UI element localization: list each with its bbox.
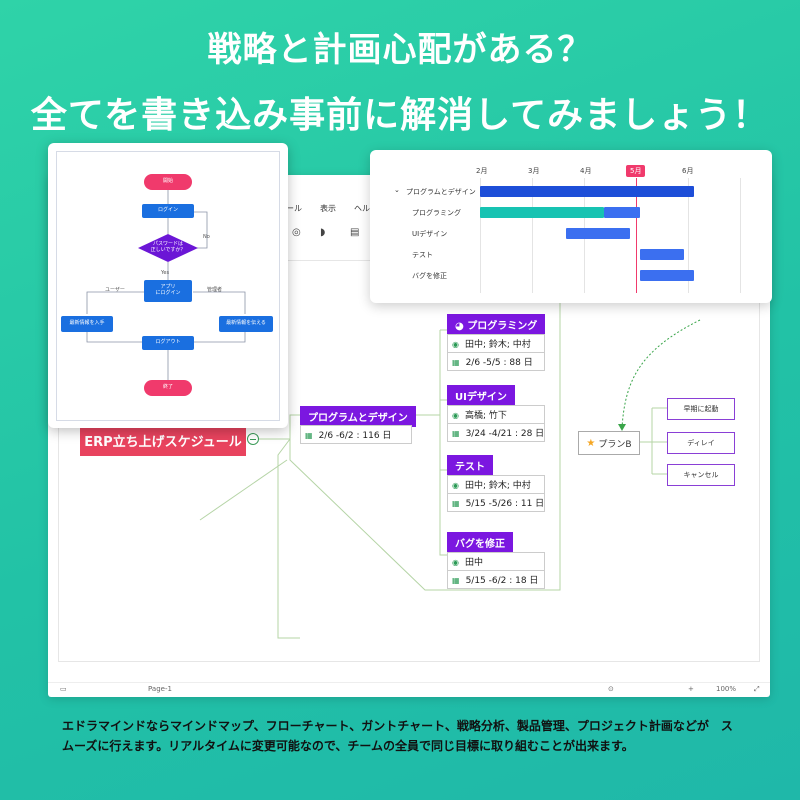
people-text: 田中; 鈴木; 中村 — [464, 340, 531, 350]
calendar-icon: ▦ — [305, 431, 313, 440]
flow-app-login[interactable]: アプリ にログイン — [144, 280, 192, 302]
flowchart-canvas[interactable]: 開始 ログイン パスワードは 正しいですか？ No Yes アプリ にログイン … — [56, 151, 280, 421]
flow-decision-label: パスワードは 正しいですか？ — [150, 241, 186, 253]
menu-tools[interactable]: ール — [286, 204, 302, 213]
flow-yes-label: Yes — [161, 270, 170, 276]
flow-no-label: No — [203, 234, 210, 240]
gantt-task-programming[interactable]: プログラミング — [412, 209, 461, 217]
option-cancel[interactable]: キャンセル — [667, 464, 735, 486]
people-text: 田中; 鈴木; 中村 — [464, 481, 531, 491]
flowchart-card: 開始 ログイン パスワードは 正しいですか？ No Yes アプリ にログイン … — [48, 143, 288, 428]
gantt-task-ui-design[interactable]: UIデザイン — [412, 230, 448, 238]
gantt-bar-test[interactable] — [640, 249, 684, 260]
gantt-task-test[interactable]: テスト — [412, 251, 433, 259]
collapse-toggle-icon[interactable] — [247, 433, 259, 445]
gantt-task-program-design[interactable]: プログラムとデザイン — [406, 188, 476, 196]
gantt-gridline — [532, 178, 533, 293]
gantt-gridline — [688, 178, 689, 293]
gantt-month-feb: 2月 — [476, 167, 488, 175]
people-text: 高橋; 竹下 — [464, 411, 507, 421]
topic-bug-fix-dates: ▦ 5/15 -6/2 : 18 日 — [447, 570, 545, 589]
gantt-bar-bug-fix[interactable] — [640, 270, 694, 281]
dates-text: 5/15 -5/26 : 11 日 — [465, 499, 545, 509]
flow-admin-label: 管理者 — [207, 287, 223, 293]
mindmap-root[interactable]: ERP立ち上げスケジュール — [80, 424, 246, 456]
topic-programming-dates: ▦ 2/6 -5/5 : 88 日 — [447, 352, 545, 371]
page-label[interactable]: Page-1 — [148, 685, 172, 693]
option-early-launch[interactable]: 早期に起動 — [667, 398, 735, 420]
flow-user-label: ユーザー — [105, 287, 125, 293]
calendar-icon: ▦ — [452, 576, 460, 585]
topic-programming[interactable]: ◕ プログラミング — [447, 314, 546, 335]
headline-line-1: 戦略と計画心配がある？ — [207, 30, 593, 70]
calendar-icon: ▦ — [452, 358, 460, 367]
topic-label: プログラミング — [467, 321, 538, 332]
flow-logout[interactable]: ログアウト — [142, 336, 194, 350]
option-delay[interactable]: ディレイ — [667, 432, 735, 454]
topic-bug-fix-people: ◉ 田中 — [447, 552, 545, 571]
flow-start[interactable]: 開始 — [144, 174, 192, 190]
flow-decision-shape[interactable] — [138, 234, 198, 262]
dates-text: 2/6 -5/5 : 88 日 — [465, 358, 533, 368]
person-icon: ◉ — [452, 340, 459, 349]
menu-view[interactable]: 表示 — [320, 204, 336, 213]
gantt-month-mar: 3月 — [528, 167, 540, 175]
topic-ui-design[interactable]: UIデザイン — [447, 385, 515, 406]
person-icon: ◉ — [452, 558, 459, 567]
page-icon[interactable]: ▭ — [60, 685, 67, 693]
gantt-bar-program-design[interactable] — [480, 186, 694, 197]
gantt-card: 2月 3月 4月 5月 6月 ⌄ プログラムとデザイン プログラミング UIデザ… — [370, 150, 772, 303]
star-icon: ★ — [586, 437, 596, 449]
flow-login[interactable]: ログイン — [142, 204, 194, 218]
topic-ui-design-people: ◉ 高橋; 竹下 — [447, 405, 545, 424]
headline-line-2: 全てを書き込み事前に解消してみましょう！ — [30, 95, 770, 136]
people-text: 田中 — [464, 558, 483, 568]
calendar-icon: ▦ — [452, 499, 460, 508]
flow-send-info[interactable]: 最新情報を伝える — [219, 316, 273, 332]
gantt-gridline — [740, 178, 741, 293]
pie-icon: ◕ — [455, 321, 468, 332]
gantt-month-may-active[interactable]: 5月 — [626, 165, 646, 177]
gantt-bar-programming-remaining[interactable] — [604, 207, 640, 218]
dates-text: 2/6 -6/2 : 116 日 — [318, 431, 392, 441]
gantt-gridline — [480, 178, 481, 293]
gantt-month-jun: 6月 — [682, 167, 694, 175]
topic-plan-b[interactable]: ★プランB — [578, 431, 640, 455]
topic-programming-people: ◉ 田中; 鈴木; 中村 — [447, 334, 545, 353]
topic-test[interactable]: テスト — [447, 455, 493, 476]
gantt-month-apr: 4月 — [580, 167, 592, 175]
gantt-collapse-icon[interactable]: ⌄ — [394, 186, 400, 194]
fullscreen-icon[interactable]: ⤢ — [754, 685, 760, 693]
gantt-bar-programming-progress[interactable] — [480, 207, 604, 218]
dates-text: 3/24 -4/21 : 28 日 — [465, 429, 545, 439]
calendar-icon: ▦ — [452, 429, 460, 438]
topic-bug-fix[interactable]: バグを修正 — [447, 532, 513, 553]
flow-end[interactable]: 終了 — [144, 380, 192, 396]
topic-test-dates: ▦ 5/15 -5/26 : 11 日 — [447, 493, 545, 512]
gantt-task-bug-fix[interactable]: バグを修正 — [412, 272, 447, 280]
plan-b-label: プランB — [598, 439, 632, 450]
flow-get-info[interactable]: 最新情報を入手 — [61, 316, 113, 332]
note-icon[interactable]: ▤ — [350, 227, 360, 238]
zoom-in-icon[interactable]: + — [688, 685, 694, 693]
topic-ui-design-dates: ▦ 3/24 -4/21 : 28 日 — [447, 423, 545, 442]
gantt-today-line — [636, 178, 637, 293]
tag-icon[interactable]: ◗ — [320, 227, 326, 238]
status-bar: ▭ Page-1 ⊙ + 100% ⤢ — [48, 682, 770, 697]
comment-icon[interactable]: ◎ — [292, 227, 301, 238]
zoom-level[interactable]: 100% — [716, 685, 737, 693]
topic-test-people: ◉ 田中; 鈴木; 中村 — [447, 475, 545, 494]
zoom-fit-icon[interactable]: ⊙ — [608, 685, 614, 693]
footer-description: エドラマインドならマインドマップ、フローチャート、ガントチャート、戦略分析、製品… — [62, 719, 733, 753]
flowchart-connectors — [86, 190, 246, 380]
person-icon: ◉ — [452, 481, 459, 490]
topic-program-design-dates: ▦ 2/6 -6/2 : 116 日 — [300, 425, 412, 444]
gantt-bar-ui-design[interactable] — [566, 228, 630, 239]
topic-program-design[interactable]: プログラムとデザイン — [300, 406, 416, 427]
dates-text: 5/15 -6/2 : 18 日 — [465, 576, 539, 586]
person-icon: ◉ — [452, 411, 459, 420]
menu-help[interactable]: ヘル — [354, 204, 370, 213]
